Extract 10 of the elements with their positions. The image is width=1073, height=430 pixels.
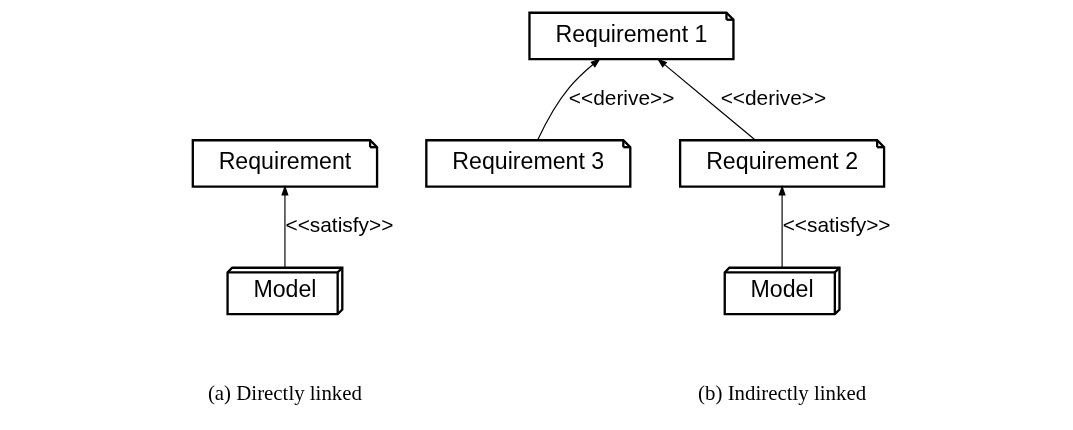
arrow bbox=[280, 185, 289, 269]
arrow bbox=[536, 58, 601, 141]
edge-label: <<derive>> bbox=[568, 85, 674, 109]
edge-label: <<derive>> bbox=[720, 85, 826, 109]
arrow bbox=[656, 58, 756, 141]
edge-label: <<satisfy>> bbox=[284, 213, 393, 237]
label: (b) Indirectly linked bbox=[697, 381, 866, 406]
edge-label: <<satisfy>> bbox=[782, 213, 890, 237]
arrow bbox=[777, 185, 786, 269]
label: (a) Directly linked bbox=[207, 381, 362, 406]
